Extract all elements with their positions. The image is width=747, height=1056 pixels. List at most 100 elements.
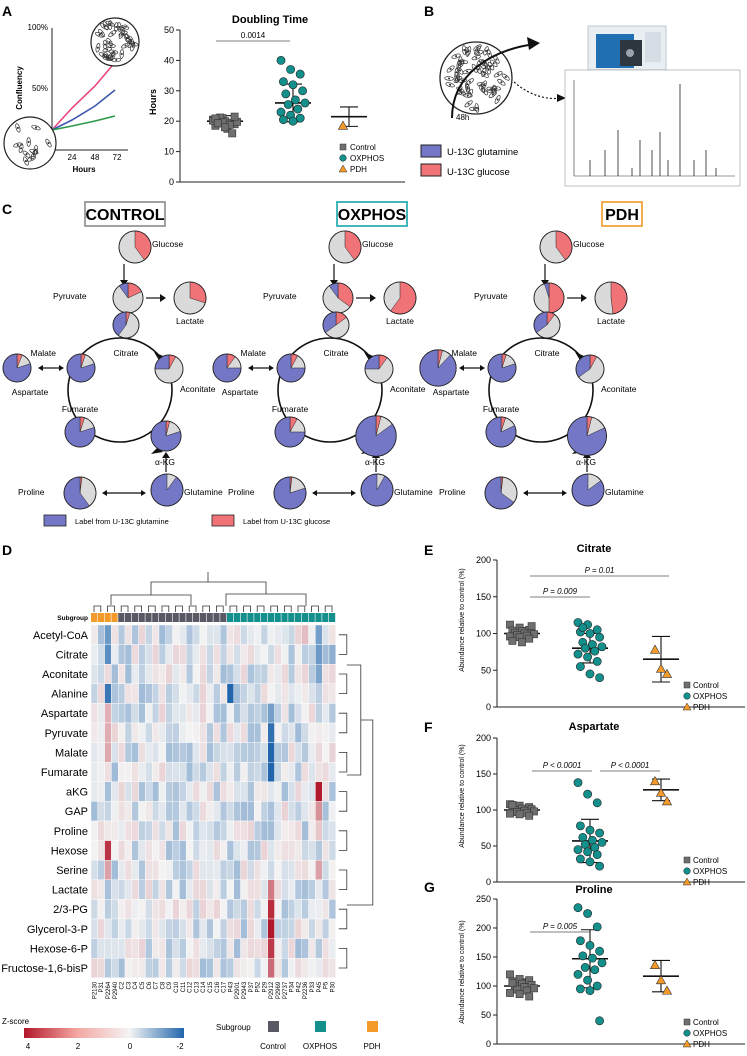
heatmap-cell xyxy=(219,762,228,783)
y-tick-label: 0 xyxy=(169,177,174,187)
pie-aconitate xyxy=(154,354,184,384)
cell-nucleus xyxy=(472,107,476,110)
dendrogram-branch xyxy=(110,593,307,606)
subgroup-cell xyxy=(125,613,132,622)
data-point-oxphos xyxy=(283,100,293,109)
cell-nucleus xyxy=(25,153,28,156)
heatmap-cell xyxy=(274,722,282,743)
heatmap-cell xyxy=(90,879,99,900)
arrow-head-icon xyxy=(120,280,128,286)
cell-shape xyxy=(451,53,461,59)
data-point-oxphos xyxy=(278,77,288,87)
data-point-oxphos xyxy=(592,981,602,991)
metabolite-label: Fumarate xyxy=(483,404,520,414)
heatmap-cell xyxy=(281,722,289,743)
cell-nucleus xyxy=(492,62,495,65)
data-point-oxphos xyxy=(578,951,588,961)
heatmap-cell xyxy=(111,938,119,959)
heatmap-cell xyxy=(131,683,139,704)
panel-letter-g: G xyxy=(424,879,435,895)
pie-outline xyxy=(364,354,394,384)
metabolite-label: Aconitate xyxy=(390,384,426,394)
heatmap-row-label: Malate xyxy=(55,747,88,759)
heatmap-cell xyxy=(322,742,330,763)
heatmap-cell xyxy=(322,781,330,802)
dendrogram-leaf xyxy=(338,673,348,694)
heatmap-cell xyxy=(308,644,316,665)
heatmap-column-label: C4 xyxy=(133,981,139,989)
heatmap-cell xyxy=(192,860,201,881)
pie-proline xyxy=(484,476,518,510)
heatmap-cell xyxy=(213,958,221,979)
chart-ylabel: Abundance relative to control (%) xyxy=(459,920,466,1024)
y-tick-label: 50 xyxy=(481,1010,491,1020)
heatmap-column-label: P2969 xyxy=(276,981,282,999)
heatmap-cell xyxy=(111,742,119,763)
metabolite-label: Pyruvate xyxy=(263,291,297,301)
heatmap-cell xyxy=(322,918,330,939)
heatmap-cell xyxy=(274,644,282,665)
data-point-oxphos xyxy=(576,662,585,671)
heatmap-cell xyxy=(315,624,323,645)
data-point-oxphos xyxy=(595,946,604,956)
heatmap-cell xyxy=(267,703,275,724)
cell-nucleus xyxy=(477,68,480,71)
heatmap-cell xyxy=(172,624,180,645)
heatmap-cell xyxy=(131,664,139,685)
heatmap-cell xyxy=(111,899,119,920)
cell-shape xyxy=(486,86,496,92)
data-point-oxphos xyxy=(585,825,595,835)
heatmap-cell xyxy=(158,899,167,920)
heatmap-cell xyxy=(288,801,296,822)
cell-shape xyxy=(98,29,106,38)
heatmap-cell xyxy=(233,703,241,724)
heatmap-cell xyxy=(213,899,221,920)
metabolite-label: Proline xyxy=(18,487,45,497)
cell-nucleus xyxy=(20,147,23,150)
heatmap-cell xyxy=(322,703,330,724)
heatmap-cell xyxy=(253,722,262,743)
heatmap-cell xyxy=(274,801,282,822)
heatmap-cell xyxy=(315,958,323,979)
heatmap-cell xyxy=(274,820,282,841)
heatmap-cell xyxy=(145,742,153,763)
heatmap-cell xyxy=(90,703,99,724)
heatmap-cell xyxy=(315,938,323,959)
group-title: OXPHOS xyxy=(338,207,407,224)
cell-nucleus xyxy=(124,44,127,47)
heatmap-cell xyxy=(294,703,303,724)
dendrogram-leaf xyxy=(188,605,197,612)
data-point-control xyxy=(228,129,237,138)
cell-nucleus xyxy=(120,52,123,56)
heatmap-cell xyxy=(104,918,112,939)
heatmap-cell xyxy=(260,762,269,783)
dotted-arrow-head-icon xyxy=(557,94,566,102)
heatmap-column-label: P2901 xyxy=(235,981,241,999)
heatmap-cell xyxy=(206,703,214,724)
cell-shape xyxy=(15,123,21,133)
subgroup-cell xyxy=(281,613,288,622)
heatmap-cell xyxy=(233,879,241,900)
heatmap-cell xyxy=(328,918,337,939)
cell-nucleus xyxy=(483,83,486,87)
growth-schematic: 100% 50% Confluency 24 48 72 Hours xyxy=(3,17,140,174)
heatmap-cell xyxy=(240,879,248,900)
metabolite-label: Aconitate xyxy=(180,384,216,394)
heatmap-cell xyxy=(206,644,214,665)
heatmap-cell xyxy=(281,918,289,939)
heatmap-cell xyxy=(145,722,153,743)
heatmap-cell xyxy=(301,918,309,939)
heatmap-row-label: aKG xyxy=(66,787,88,799)
metabolite-label: Citrate xyxy=(323,348,348,358)
cell-nucleus xyxy=(448,77,451,80)
heatmap-cell xyxy=(90,742,99,763)
heatmap-cell xyxy=(172,801,180,822)
heatmap-cell xyxy=(301,624,309,645)
heatmap-cell xyxy=(247,958,255,979)
cell-shape xyxy=(13,142,23,148)
cell-nucleus xyxy=(30,157,33,160)
pie-outline xyxy=(383,281,417,315)
subgroup-legend-title: Subgroup xyxy=(216,1023,251,1032)
heatmap-cell xyxy=(274,840,282,861)
heatmap-cell xyxy=(158,644,167,665)
